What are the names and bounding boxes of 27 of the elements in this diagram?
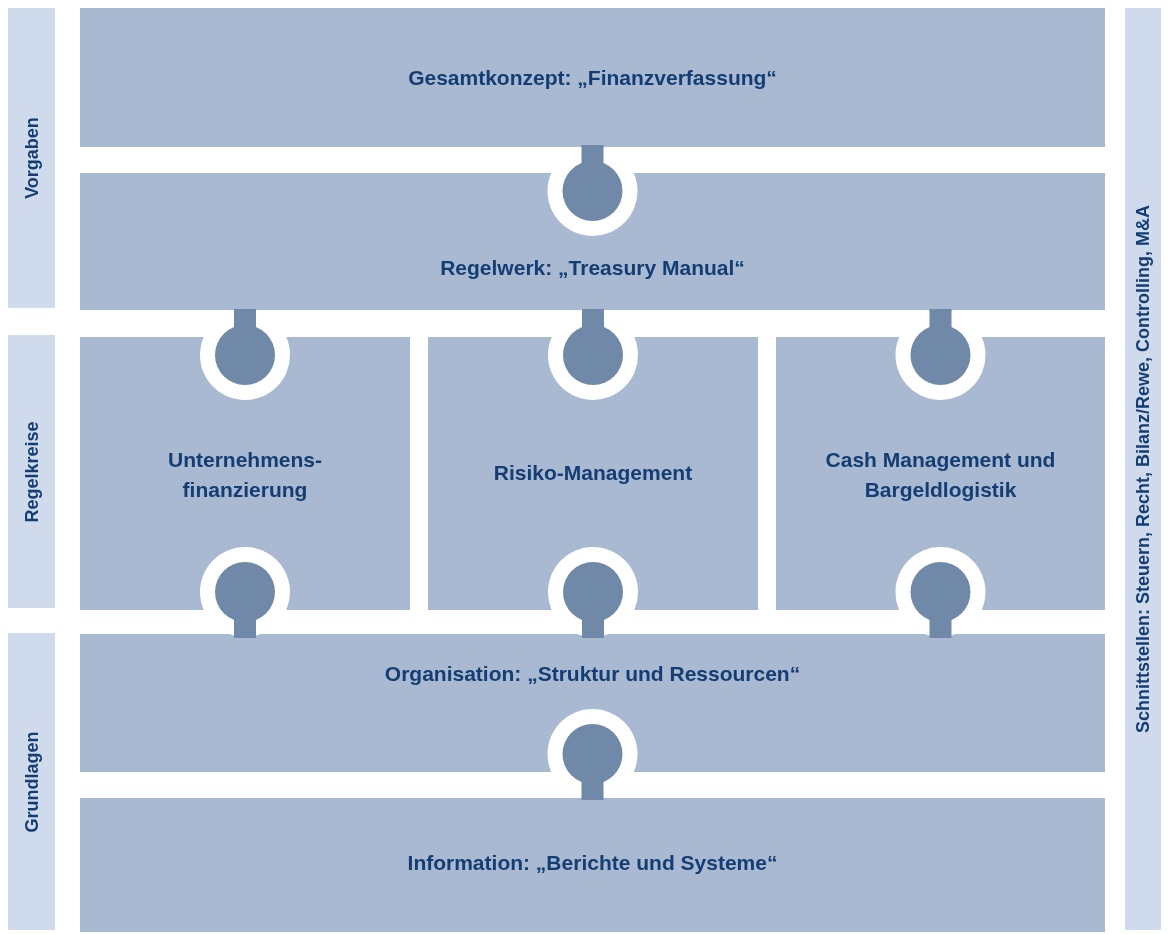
block-label: Organisation: „Struktur und Ressourcen“ [383, 661, 802, 687]
band-label: Schnittstellen: Steuern, Recht, Bilanz/Rewe, Controlling, M&A [1132, 205, 1154, 733]
band-label: Grundlagen [21, 731, 42, 832]
main-block [80, 8, 1105, 147]
block-label: Cash Management und Bargeldlogistik [824, 447, 1057, 503]
puzzle-connector [200, 309, 290, 400]
puzzle-connector [547, 145, 638, 236]
side-band [8, 8, 55, 308]
block-label: Regelwerk: „Treasury Manual“ [439, 255, 746, 281]
puzzle-connector [895, 547, 986, 638]
band-label: Regelkreise [21, 420, 42, 523]
block-label: Gesamtkonzept: „Finanzverfassung“ [407, 65, 778, 91]
band-label: Vorgaben [21, 117, 42, 199]
block-label: Risiko-Management [492, 460, 694, 486]
side-band [1125, 8, 1161, 930]
main-block [80, 634, 1105, 772]
block-label: Unternehmens- finanzierung [167, 447, 323, 503]
puzzle-connector [547, 709, 638, 800]
main-block [80, 798, 1105, 932]
puzzle-connector [895, 309, 986, 400]
puzzle-connector [548, 309, 638, 400]
side-band [8, 335, 55, 608]
block-label: Information: „Berichte und Systeme“ [406, 850, 779, 876]
main-block [80, 173, 1105, 310]
puzzle-connector [200, 547, 290, 638]
puzzle-connector [548, 547, 638, 638]
side-band [8, 633, 55, 930]
